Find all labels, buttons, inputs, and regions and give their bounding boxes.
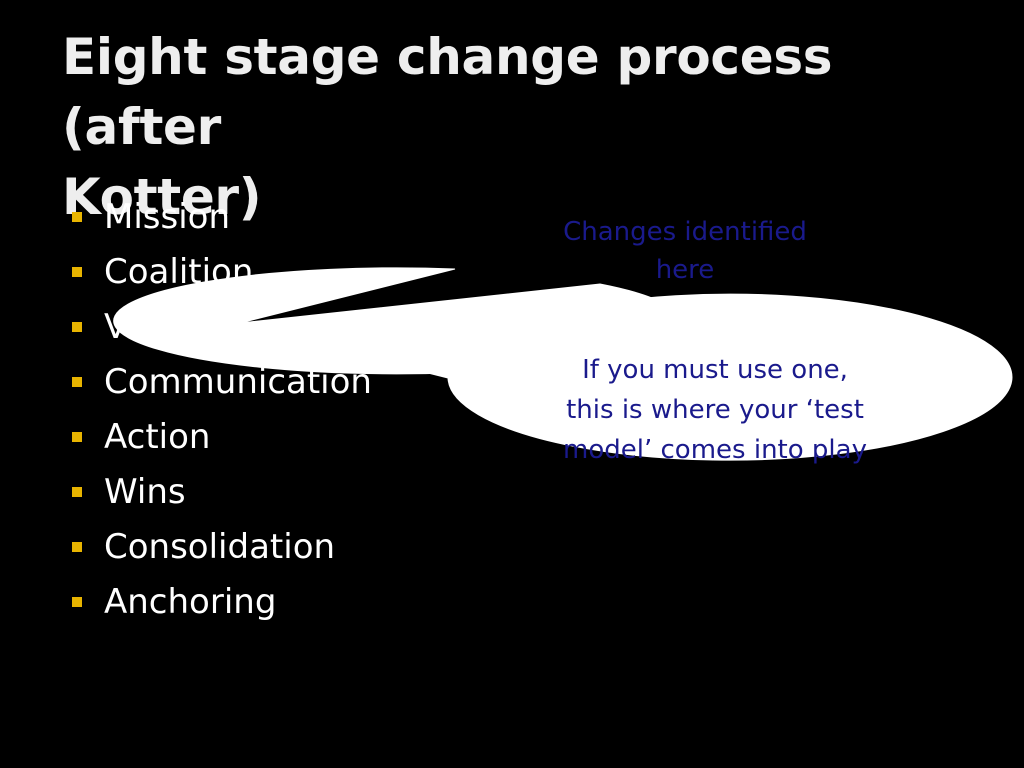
square-bullet-icon — [72, 377, 82, 387]
bullet-label: Mission — [104, 197, 231, 237]
square-bullet-icon — [72, 267, 82, 277]
callout-bubble-2 — [239, 293, 1013, 461]
callout-2-line-2: this is where your ‘test — [566, 395, 864, 425]
square-bullet-icon — [72, 597, 82, 607]
callout-1-line-2: here — [655, 255, 715, 285]
callout-1-line-1: Changes identified — [563, 217, 807, 247]
bullet-item-consolidation: Consolidation — [70, 520, 372, 575]
bullet-item-wins: Wins — [70, 465, 372, 520]
callout-text-1: Changes identified here — [520, 213, 850, 289]
slide-title-line-2: Kotter) — [62, 168, 262, 226]
square-bullet-icon — [72, 487, 82, 497]
callout-2-line-1: If you must use one, — [582, 355, 848, 385]
square-bullet-icon — [72, 322, 82, 332]
bullet-item-action: Action — [70, 410, 372, 465]
bullet-item-mission: Mission — [70, 190, 372, 245]
bullet-label: Anchoring — [104, 582, 277, 622]
square-bullet-icon — [72, 542, 82, 552]
slide-title: Eight stage change process (after Kotter… — [62, 22, 982, 232]
square-bullet-icon — [72, 212, 82, 222]
callout-2-line-3: model’ comes into play — [563, 435, 867, 465]
bullet-label: Wins — [104, 472, 186, 512]
callout-text-2: If you must use one, this is where your … — [505, 350, 925, 470]
square-bullet-icon — [72, 432, 82, 442]
bullet-label: Consolidation — [104, 527, 336, 567]
slide-title-line-1: Eight stage change process (after — [62, 28, 833, 156]
bullet-item-anchoring: Anchoring — [70, 575, 372, 630]
bullet-label: Action — [104, 417, 211, 457]
bullet-list: Mission Coalition Vision Communication A… — [70, 190, 372, 630]
